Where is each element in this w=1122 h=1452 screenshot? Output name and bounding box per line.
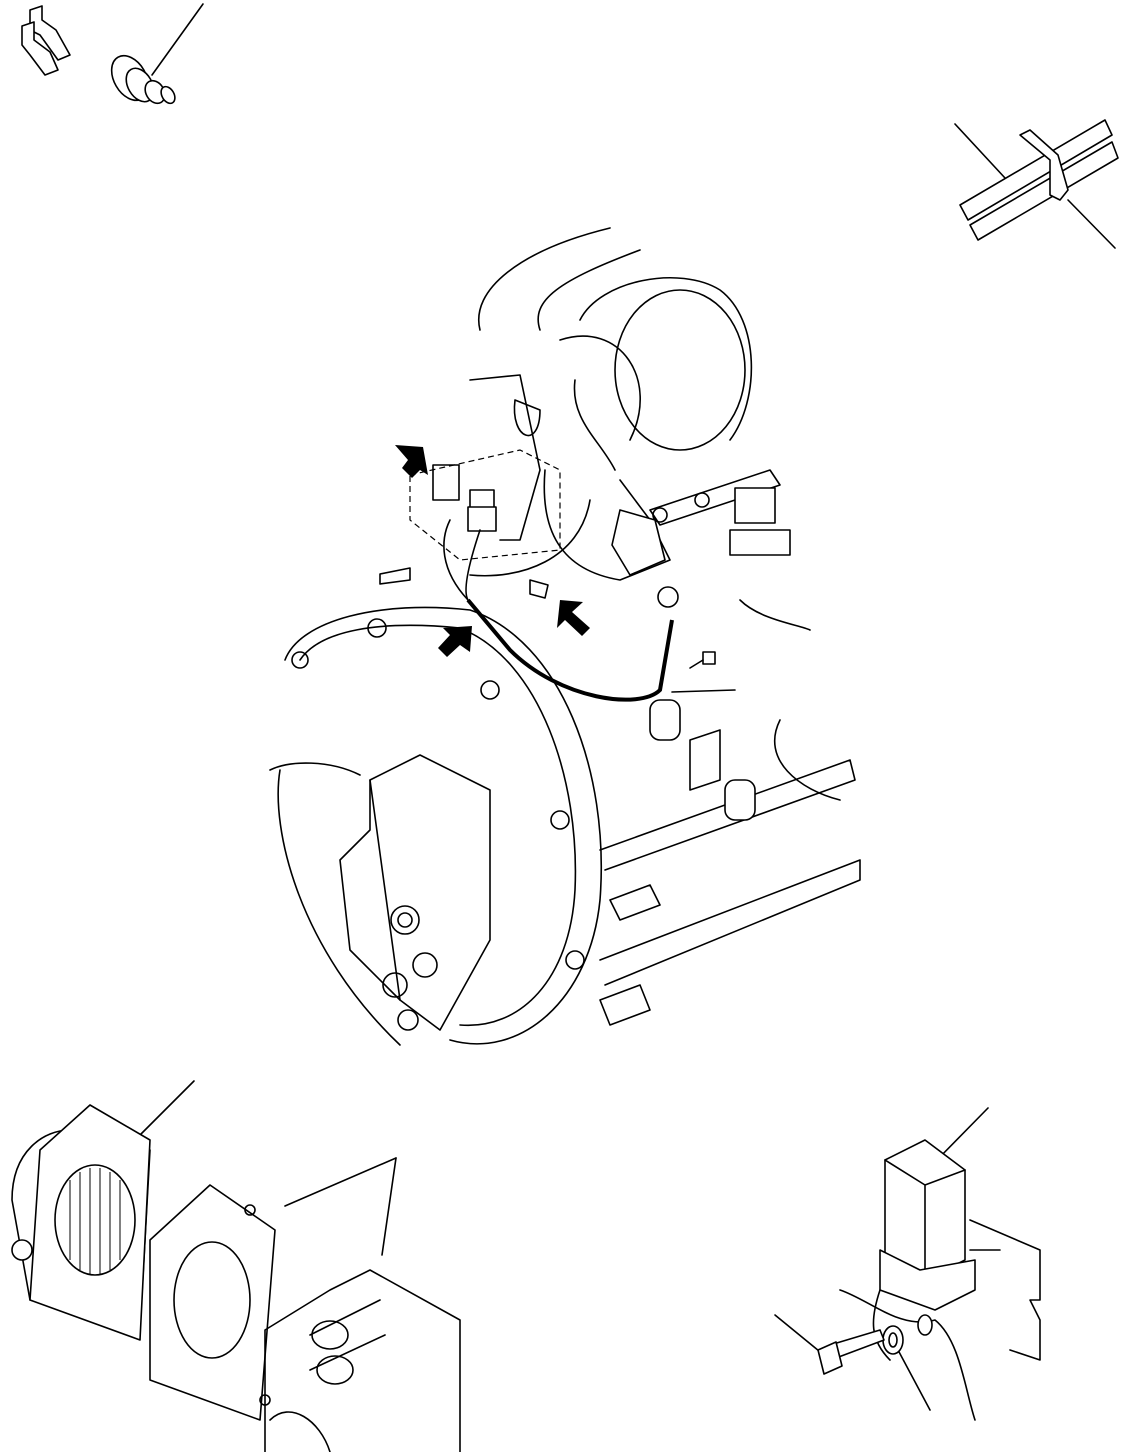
pointer-arrows [395,445,590,657]
leader-line-gasket [284,1157,397,1207]
leader-line-hose [954,123,1006,179]
leader-line-tie [1067,199,1116,249]
leader-line-flange [139,1080,195,1136]
flange-gasket-detail [11,1080,461,1452]
leader-line-relay [934,1107,989,1163]
arrow-icon [438,626,472,657]
engine-assembly [269,227,861,1046]
leader-line-washer [897,1349,931,1411]
leader-line-harness [671,689,736,693]
cable-tie-detail [954,119,1119,249]
leader-line-port [381,1157,397,1256]
arrow-icon [395,445,428,478]
arrow-icon [557,600,590,636]
relay-detail [774,1107,1041,1421]
leader-line-sensor [151,3,204,76]
sensor-detail [21,3,204,105]
